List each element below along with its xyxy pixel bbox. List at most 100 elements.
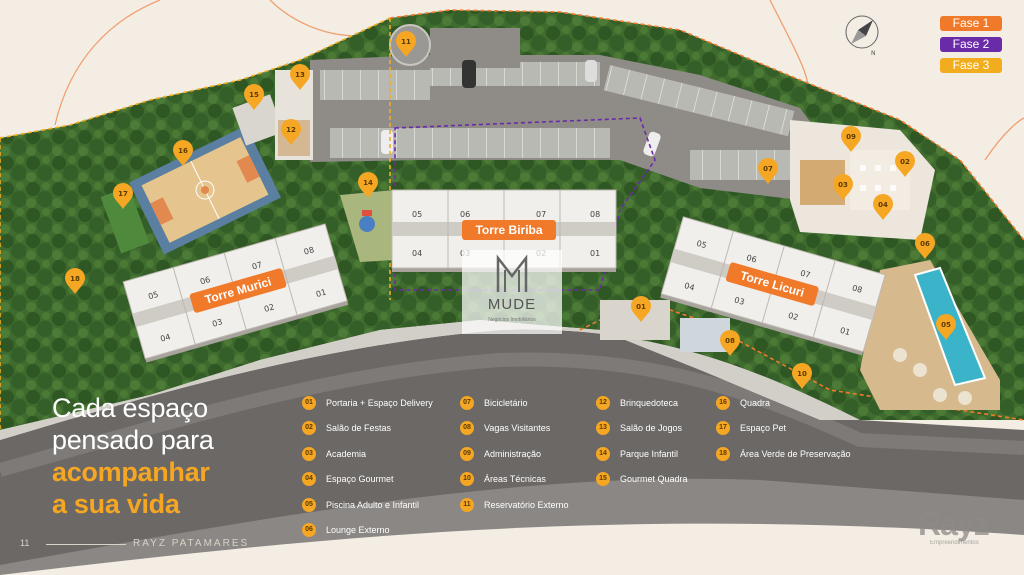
map-pin-label: 15: [249, 91, 259, 99]
map-pin-icon: [65, 268, 85, 294]
map-pin-08: 08: [720, 330, 740, 356]
map-pin-label: 09: [846, 133, 856, 141]
murici-unit-04: 04: [159, 332, 171, 343]
map-pin-icon: [833, 174, 853, 200]
map-pin-label: 11: [401, 38, 411, 46]
map-pin-label: 08: [725, 337, 735, 345]
map-pin-04: 04: [873, 194, 893, 220]
biriba-unit-06: 06: [460, 210, 470, 219]
map-pin-icon: [290, 64, 310, 90]
map-pin-icon: [396, 31, 416, 57]
map-pin-02: 02: [895, 151, 915, 177]
map-pin-icon: [244, 84, 264, 110]
map-pin-icon: [281, 119, 301, 145]
map-pin-icon: [792, 363, 812, 389]
map-pin-label: 10: [797, 370, 807, 378]
map-pin-11: 11: [396, 31, 416, 57]
map-pin-12: 12: [281, 119, 301, 145]
tower-murici: 08 07 06 05 01 02 03 04 Torre Murici: [122, 223, 349, 363]
map-pin-icon: [936, 314, 956, 340]
tower-licuri: 05 06 07 08 04 03 02 01 Torre Licuri: [660, 216, 886, 356]
licuri-unit-06: 06: [745, 253, 757, 264]
watermark-text: MUDE: [487, 296, 537, 313]
headline-line-1: Cada espaço: [52, 393, 208, 423]
biriba-unit-04: 04: [412, 249, 422, 258]
map-pin-15: 15: [244, 84, 264, 110]
map-pin-label: 12: [286, 126, 296, 134]
map-pin-icon: [173, 140, 193, 166]
watermark-subtext: Negócios Imobiliários: [488, 317, 536, 323]
map-pin-label: 17: [118, 190, 128, 198]
murici-unit-03: 03: [211, 317, 223, 328]
map-pin-label: 03: [838, 181, 848, 189]
licuri-unit-07: 07: [799, 269, 811, 280]
murici-unit-08: 08: [303, 245, 315, 256]
murici-unit-07: 07: [251, 260, 263, 271]
headline-line-3: acompanhar: [52, 457, 210, 487]
footer-divider: [46, 544, 126, 545]
phase-3-badge: Fase 3: [940, 58, 1002, 73]
headline: Cada espaço pensado para acompanhar a su…: [52, 392, 302, 520]
licuri-unit-04: 04: [683, 281, 695, 292]
map-pin-icon: [358, 172, 378, 198]
map-pin-icon: [758, 158, 778, 184]
murici-unit-05: 05: [147, 290, 159, 301]
rayz-logo: Rayz: [918, 506, 990, 542]
biriba-unit-05: 05: [412, 210, 422, 219]
map-pin-16: 16: [173, 140, 193, 166]
map-pin-label: 13: [295, 71, 305, 79]
map-pin-label: 06: [920, 240, 930, 248]
map-pin-18: 18: [65, 268, 85, 294]
phase-2-badge: Fase 2: [940, 37, 1002, 52]
page-number: 11: [20, 538, 30, 548]
map-pin-01: 01: [631, 295, 651, 322]
biriba-unit-07: 07: [536, 210, 546, 219]
map-pin-icon: [720, 330, 740, 356]
map-pin-icon: [895, 151, 915, 177]
map-pin-label: 07: [763, 165, 773, 173]
project-name: RAYZ PATAMARES: [133, 538, 250, 549]
map-pin-label: 14: [363, 179, 373, 187]
map-pin-icon: [631, 295, 651, 322]
phase-1-badge: Fase 1: [940, 16, 1002, 31]
rayz-logo-subtext: Empreendimentos: [930, 540, 979, 546]
biriba-unit-08: 08: [590, 210, 600, 219]
svg-text:N: N: [871, 50, 876, 57]
map-pin-09: 09: [841, 126, 861, 152]
map-pin-07: 07: [758, 158, 778, 184]
map-pin-label: 01: [636, 303, 646, 311]
licuri-unit-03: 03: [733, 295, 745, 306]
licuri-unit-02: 02: [787, 311, 799, 322]
map-pin-06: 06: [915, 233, 935, 259]
map-pin-label: 02: [900, 158, 910, 166]
map-pin-05: 05: [936, 314, 956, 340]
map-pin-14: 14: [358, 172, 378, 198]
murici-unit-02: 02: [263, 302, 275, 313]
map-pin-icon: [873, 194, 893, 220]
licuri-unit-01: 01: [839, 326, 851, 337]
map-pin-13: 13: [290, 64, 310, 90]
map-pin-icon: [915, 233, 935, 259]
map-pin-label: 16: [178, 147, 188, 155]
mude-watermark: MUDE Negócios Imobiliários: [462, 250, 562, 334]
map-pin-label: 04: [878, 201, 888, 209]
biriba-unit-01: 01: [590, 249, 600, 258]
map-pin-icon: [113, 183, 133, 209]
licuri-unit-08: 08: [851, 283, 863, 294]
map-pin-label: 18: [70, 275, 80, 283]
murici-unit-06: 06: [199, 275, 211, 286]
tower-biriba-label: Torre Biriba: [475, 223, 542, 237]
map-pin-label: 05: [941, 321, 951, 329]
map-pin-10: 10: [792, 363, 812, 389]
headline-line-4: a sua vida: [52, 489, 180, 519]
map-pin-03: 03: [833, 174, 853, 200]
mude-logo-icon: [496, 254, 528, 292]
murici-unit-01: 01: [315, 288, 327, 299]
compass-icon: N: [845, 15, 879, 57]
map-pin-17: 17: [113, 183, 133, 209]
headline-line-2: pensado para: [52, 425, 214, 455]
map-pin-icon: [841, 126, 861, 152]
licuri-unit-05: 05: [695, 239, 707, 250]
